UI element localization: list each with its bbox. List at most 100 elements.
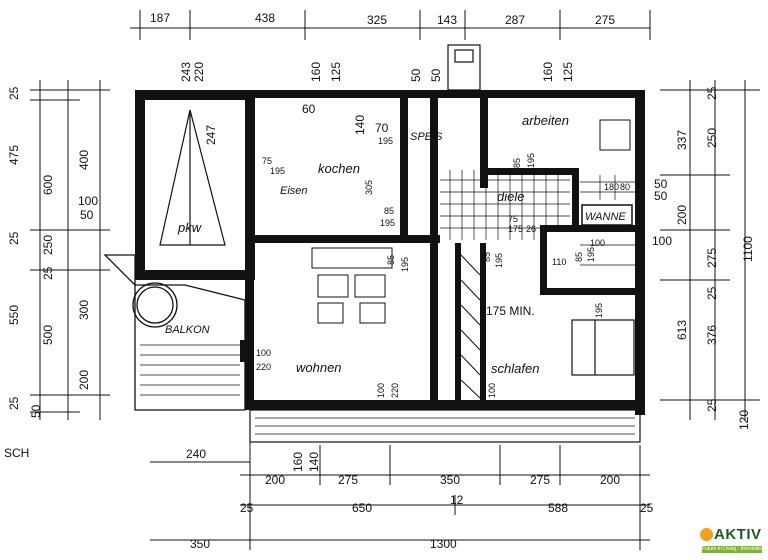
dim-left-500: 500 — [41, 325, 55, 345]
bed — [571, 319, 635, 376]
dim-left-250: 250 — [41, 235, 55, 255]
label-175-min: 175 MIN. — [486, 304, 535, 318]
dim-bottom-200b: 200 — [600, 473, 620, 487]
dim-right-337: 337 — [675, 130, 689, 150]
dim-misc-175: 175 — [508, 224, 523, 234]
room-label-pkw: pkw — [177, 220, 203, 235]
dim-inner-140: 140 — [353, 115, 367, 135]
dim-misc-195a: 195 — [270, 166, 285, 176]
dim-misc-75b: 75 — [508, 214, 518, 224]
dim-misc-85c: 85 — [482, 252, 492, 262]
dim-right-200: 200 — [675, 205, 689, 225]
room-label-wohnen: wohnen — [296, 360, 342, 375]
desk — [599, 119, 631, 151]
dim-misc-195e: 195 — [526, 153, 536, 168]
dim-left-25d: 25 — [7, 396, 21, 410]
dim-misc-305: 305 — [364, 180, 374, 195]
dim-right-50b: 50 — [654, 189, 668, 203]
dim-inner-243: 243 — [179, 62, 193, 82]
dim-misc-75: 75 — [262, 156, 272, 166]
room-label-balkon: BALKON — [165, 324, 210, 336]
logo-circle-icon — [700, 528, 713, 541]
dim-left-550: 550 — [7, 305, 21, 325]
dim-bottom-350b: 350 — [190, 537, 210, 551]
room-label-speis: SPEIS — [410, 131, 443, 143]
dim-right-25b: 25 — [705, 286, 719, 300]
garage-car-outline — [159, 109, 226, 246]
dim-left-25b: 25 — [7, 231, 21, 245]
dim-right-376: 376 — [705, 325, 719, 345]
dim-bottom-275a: 275 — [338, 473, 358, 487]
dim-inner-50a: 50 — [409, 68, 423, 82]
dim-bottom-240: 240 — [186, 447, 206, 461]
left-dimension-chain — [30, 80, 110, 420]
dim-misc-100d: 100 — [590, 238, 605, 248]
dim-left-25c: 25 — [41, 266, 55, 280]
balcony — [103, 254, 641, 443]
dim-misc-85a: 85 — [384, 206, 394, 216]
dim-misc-100b: 100 — [376, 383, 386, 398]
dim-bottom-200a: 200 — [265, 473, 285, 487]
bathtub — [581, 204, 633, 226]
dim-left-475: 475 — [7, 145, 21, 165]
aktiv-logo: AKTIV Future in Living - Immobilien — [700, 526, 762, 554]
logo-tagline: Future in Living - Immobilien — [702, 546, 762, 553]
dim-left-50: 50 — [80, 208, 94, 222]
dim-top-143: 143 — [437, 13, 457, 27]
dim-bottom-275b: 275 — [530, 473, 550, 487]
room-label-diele: diele — [497, 189, 524, 204]
dim-right-25a: 25 — [705, 86, 719, 100]
dim-misc-100c: 100 — [487, 383, 497, 398]
dim-misc-220a: 220 — [256, 362, 271, 372]
dim-inner-247: 247 — [204, 125, 218, 145]
dim-right-100: 100 — [652, 234, 672, 248]
right-dimension-chain — [660, 80, 760, 420]
chimney — [447, 44, 481, 91]
room-label-wanne: WANNE — [585, 211, 626, 223]
dim-inner-50b: 50 — [429, 68, 443, 82]
dim-bottom-12: 12 — [450, 493, 464, 507]
dim-inner-60: 60 — [302, 102, 316, 116]
balcony-hatching — [140, 344, 635, 435]
dim-top-287: 287 — [505, 13, 525, 27]
dim-top-187: 187 — [150, 11, 170, 25]
dim-inner-125b: 125 — [561, 62, 575, 82]
interior-walls — [255, 98, 640, 405]
dim-inner-160: 160 — [309, 62, 323, 82]
bath-tile-grid — [580, 175, 635, 266]
logo-brand: AKTIV — [714, 526, 762, 543]
corner-label: SCH — [4, 446, 29, 460]
dim-bottom-25b: 25 — [640, 501, 654, 515]
dim-misc-85e: 85 — [574, 252, 584, 262]
room-label-eisen: Eisen — [280, 185, 308, 197]
exterior-walls — [135, 90, 645, 415]
shaft-hatching — [460, 254, 481, 399]
dim-bottom-1300: 1300 — [430, 537, 457, 551]
dim-left-200: 200 — [77, 370, 91, 390]
dim-bottom-350: 350 — [440, 473, 460, 487]
dim-misc-110: 110 — [552, 257, 566, 267]
bottom-dimension-chain — [150, 440, 650, 550]
dim-right-120: 120 — [737, 410, 751, 430]
diele-tile-grid — [440, 170, 570, 240]
dim-inner-220: 220 — [192, 62, 206, 82]
dim-top-325: 325 — [367, 13, 387, 27]
dim-left-600: 600 — [41, 175, 55, 195]
dim-misc-195c: 195 — [400, 257, 410, 272]
dim-misc-80: 80 — [620, 182, 630, 192]
room-label-kochen: kochen — [318, 161, 360, 176]
wohnen-furniture — [311, 247, 393, 324]
dim-bottom-160: 160 — [291, 452, 305, 472]
dim-left-100: 100 — [78, 194, 98, 208]
dim-inner-195: 195 — [378, 136, 393, 146]
dim-misc-195d: 195 — [494, 253, 504, 268]
dim-misc-85d: 85 — [512, 158, 522, 168]
dim-right-50: 50 — [654, 177, 668, 191]
dim-top-438: 438 — [255, 11, 275, 25]
dim-misc-26: 26 — [526, 224, 536, 234]
dim-bottom-140: 140 — [307, 452, 321, 472]
dim-right-613: 613 — [675, 320, 689, 340]
dim-misc-100a: 100 — [256, 348, 271, 358]
dim-bottom-588: 588 — [548, 501, 568, 515]
dim-left-50b: 50 — [29, 404, 43, 418]
